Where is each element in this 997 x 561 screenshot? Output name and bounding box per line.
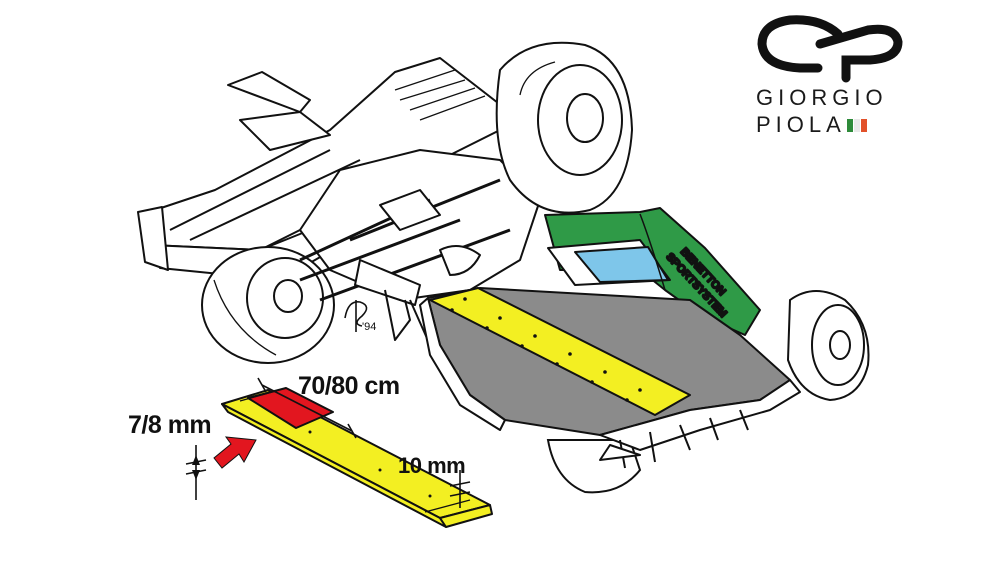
floor-undertray: [419, 287, 801, 469]
thickness-rear-dimension: [449, 470, 471, 508]
signature-year: '94: [362, 321, 376, 333]
flag-green: [846, 119, 853, 132]
lower-wheel: [546, 439, 642, 494]
flag-red: [860, 119, 867, 132]
wear-arrow-icon: [213, 436, 257, 469]
artist-signature: '94: [344, 300, 376, 333]
brand-line-2: PIOLA: [756, 111, 888, 138]
brand-line-1: GIORGIO: [756, 85, 888, 110]
brand-line-2-text: PIOLA: [756, 112, 846, 137]
plank-length-label: 70/80 cm: [298, 372, 400, 400]
front-thickness-label: 7/8 mm: [128, 411, 212, 439]
rear-thickness-label: 10 mm: [398, 453, 466, 478]
brand-logo-icon: [757, 15, 903, 83]
front-upper-wheel: [495, 41, 634, 214]
front-right-wheel: [786, 290, 870, 402]
detail-rivets: [308, 430, 432, 498]
brand-wordmark: GIORGIO PIOLA: [756, 84, 888, 138]
length-dimension-line: [257, 377, 357, 439]
plank-rivets: [450, 297, 642, 402]
rear-left-wheel: [201, 246, 335, 364]
flag-white: [853, 119, 860, 132]
thickness-front-dimension: [185, 445, 207, 500]
